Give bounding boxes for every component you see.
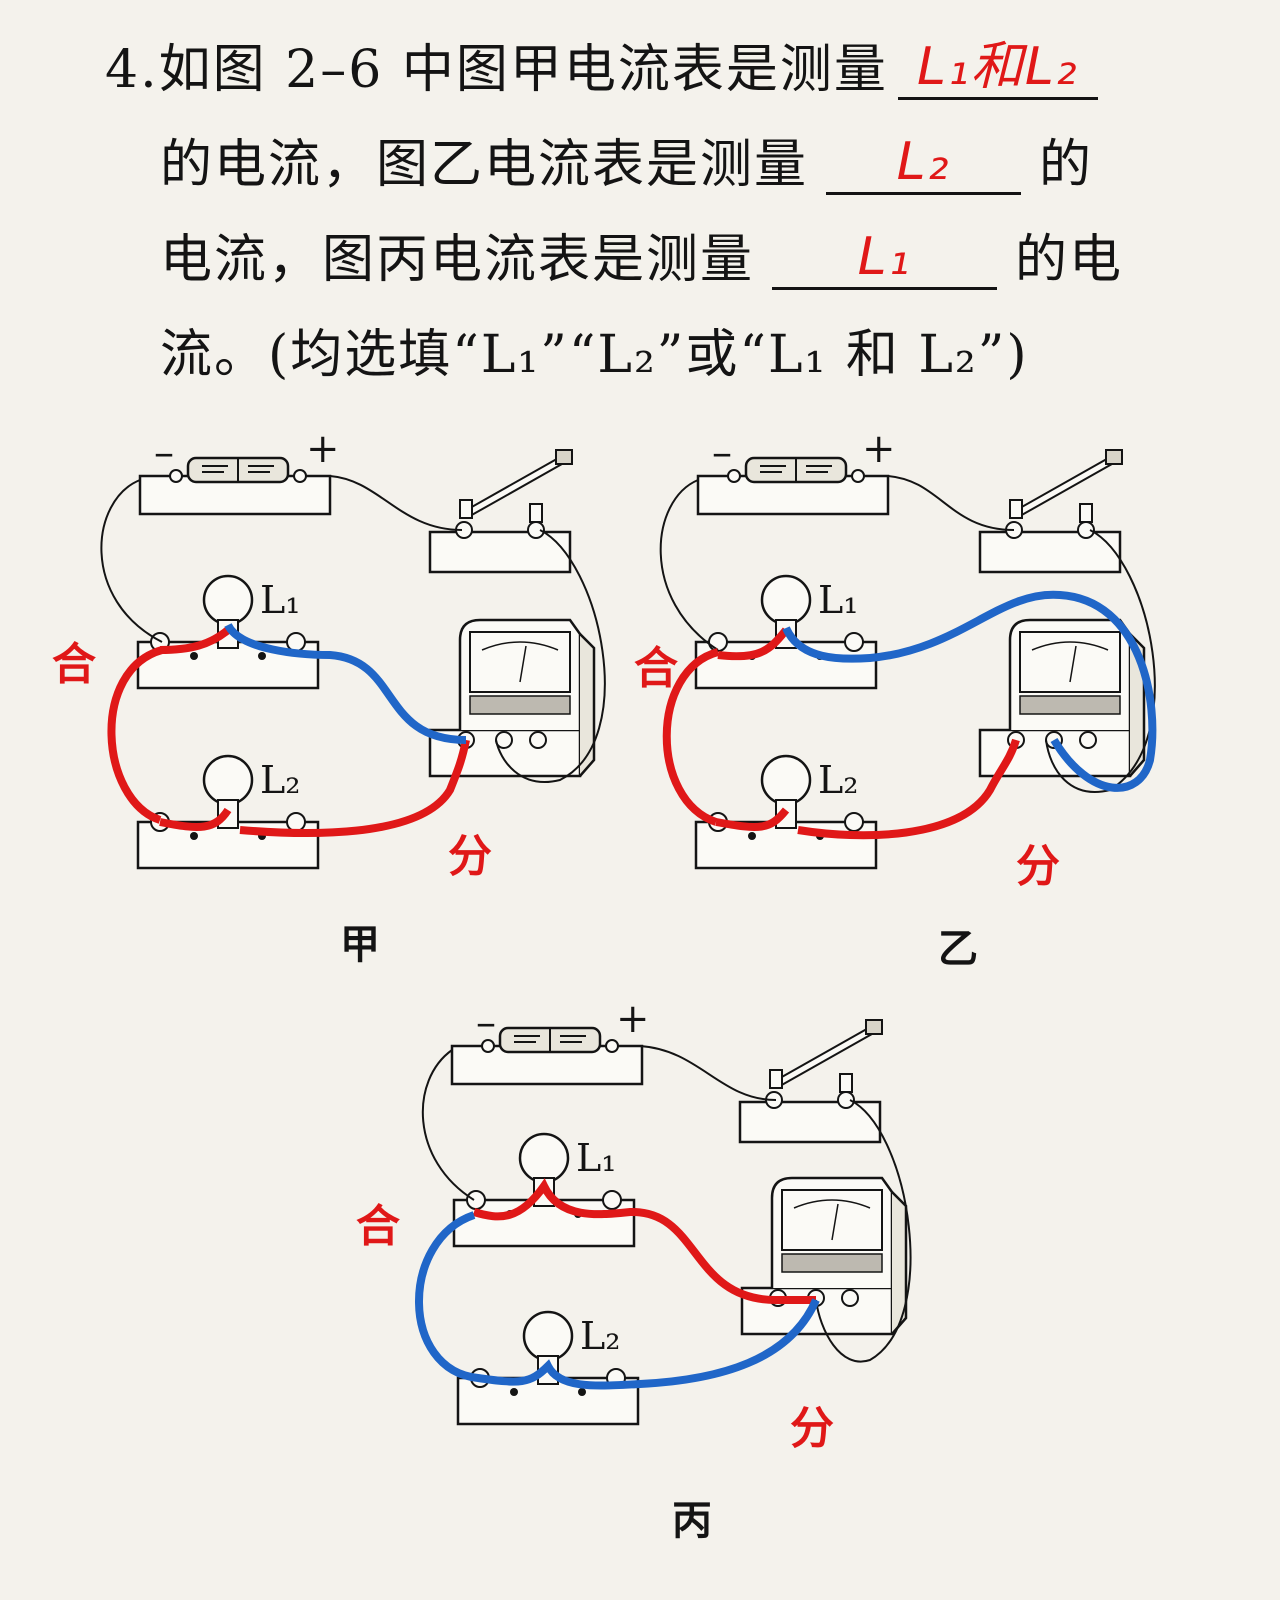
jia-note-he: 合 bbox=[52, 639, 96, 690]
question-line-1: 4.如图 2–6 中图甲电流表是测量 L₁和L₂ bbox=[105, 40, 1098, 100]
question-line-3-text: 电流，图丙电流表是测量 bbox=[160, 230, 755, 290]
question-line-2-text: 的电流，图乙电流表是测量 bbox=[160, 135, 809, 195]
yi-battery-minus: – bbox=[712, 430, 732, 476]
question-line-4: 流。(均选填“L₁”“L₂”或“L₁ 和 L₂”) bbox=[160, 325, 1029, 385]
figure-bing bbox=[415, 1020, 912, 1426]
bing-battery-minus: – bbox=[476, 1000, 496, 1046]
yi-note-he: 合 bbox=[634, 643, 678, 694]
answer-blank-1[interactable]: L₁和L₂ bbox=[897, 37, 1098, 100]
bing-lamp2-label: L₂ bbox=[580, 1314, 621, 1358]
question-line-4-text: 流。(均选填“L₁”“L₂”或“L₁ 和 L₂”) bbox=[160, 325, 1029, 385]
answer-blank-3[interactable]: L₁ bbox=[772, 227, 998, 290]
yi-lamp2-label: L₂ bbox=[818, 758, 859, 802]
jia-battery-plus: + bbox=[306, 426, 340, 472]
question-line-2: 的电流，图乙电流表是测量 L₂ 的 bbox=[160, 135, 1093, 195]
yi-battery-plus: + bbox=[862, 426, 896, 472]
answer-1: L₁和L₂ bbox=[917, 37, 1079, 97]
jia-note-fen: 分 bbox=[448, 831, 492, 882]
bing-note-he: 合 bbox=[356, 1201, 400, 1252]
question-line-2-suffix: 的 bbox=[1039, 135, 1094, 195]
caption-jia: 甲 bbox=[340, 921, 380, 968]
yi-lamp1-label: L₁ bbox=[818, 578, 859, 622]
bing-battery-plus: + bbox=[616, 996, 650, 1042]
question-line-1-text: 4.如图 2–6 中图甲电流表是测量 bbox=[105, 40, 888, 100]
jia-lamp1-label: L₁ bbox=[260, 578, 301, 622]
figure-jia bbox=[100, 450, 606, 870]
caption-yi: 乙 bbox=[938, 925, 978, 972]
question-line-3: 电流，图丙电流表是测量 L₁ 的电 bbox=[160, 230, 1123, 290]
answer-blank-2[interactable]: L₂ bbox=[826, 132, 1022, 195]
question-line-3-suffix: 的电 bbox=[1015, 230, 1124, 290]
caption-bing: 丙 bbox=[672, 1497, 712, 1544]
answer-2: L₂ bbox=[896, 132, 951, 192]
jia-lamp2-label: L₂ bbox=[260, 758, 301, 802]
yi-note-fen: 分 bbox=[1016, 841, 1060, 892]
bing-lamp1-label: L₁ bbox=[576, 1136, 617, 1180]
jia-battery-minus: – bbox=[154, 430, 174, 476]
figure-yi bbox=[659, 450, 1157, 870]
bing-note-fen: 分 bbox=[790, 1403, 834, 1454]
answer-3: L₁ bbox=[857, 227, 912, 287]
